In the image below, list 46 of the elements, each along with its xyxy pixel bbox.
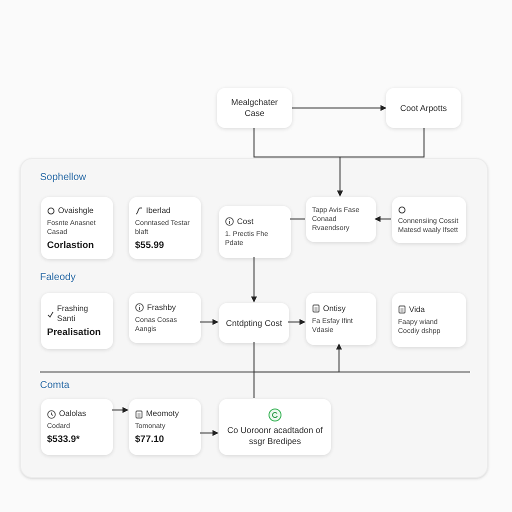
- price-text: Corlastion: [47, 240, 95, 250]
- price-text: $77.10: [135, 434, 166, 445]
- arrow: [337, 128, 424, 196]
- card: [386, 88, 461, 128]
- card-text: Coot Arpotts: [400, 102, 447, 114]
- card: [217, 88, 292, 128]
- card: [41, 197, 113, 259]
- card: [41, 399, 113, 455]
- card: [219, 206, 291, 258]
- card-title: Iberlad: [146, 206, 170, 216]
- price-text: $533.9*: [47, 434, 81, 445]
- card: [392, 293, 466, 347]
- panel-background: [20, 158, 488, 478]
- card: [129, 293, 201, 343]
- card: [306, 293, 376, 345]
- card: [129, 197, 201, 259]
- section-heading: Faleody: [40, 271, 76, 285]
- card: [219, 399, 331, 455]
- card: [392, 197, 466, 243]
- card: [306, 197, 376, 242]
- arrow: [200, 319, 218, 325]
- card-title: Ontisy: [323, 304, 346, 314]
- card-title: Vida: [409, 304, 425, 314]
- arrow: [292, 105, 386, 111]
- arrow: [254, 342, 342, 372]
- card-title: Frashby: [147, 302, 176, 312]
- card-text: Mealgchater Case: [230, 97, 279, 119]
- arrow: [112, 407, 128, 413]
- arrow: [288, 319, 306, 325]
- card: [219, 303, 289, 343]
- arrow: [374, 216, 392, 222]
- price-text: $55.99: [135, 240, 166, 250]
- card: [41, 293, 113, 349]
- card-title: Frashing Santi: [57, 304, 90, 324]
- card-text: Cntdpting Cost: [226, 318, 282, 328]
- arrow: [251, 256, 257, 302]
- section-heading: Comta: [40, 379, 70, 393]
- card-title: Meomoty: [146, 409, 179, 419]
- arrow: [200, 430, 218, 436]
- card-title: Ovaishgle: [58, 206, 94, 216]
- card-text: Co Uoroonr acadtadon of ssgr Bredipes: [226, 424, 324, 446]
- card-title: Cost: [237, 216, 254, 226]
- price-text: Prealisation: [47, 327, 102, 338]
- card: [129, 399, 201, 455]
- section-heading: Sophellow: [40, 171, 86, 185]
- card-title: Oalolas: [59, 409, 86, 419]
